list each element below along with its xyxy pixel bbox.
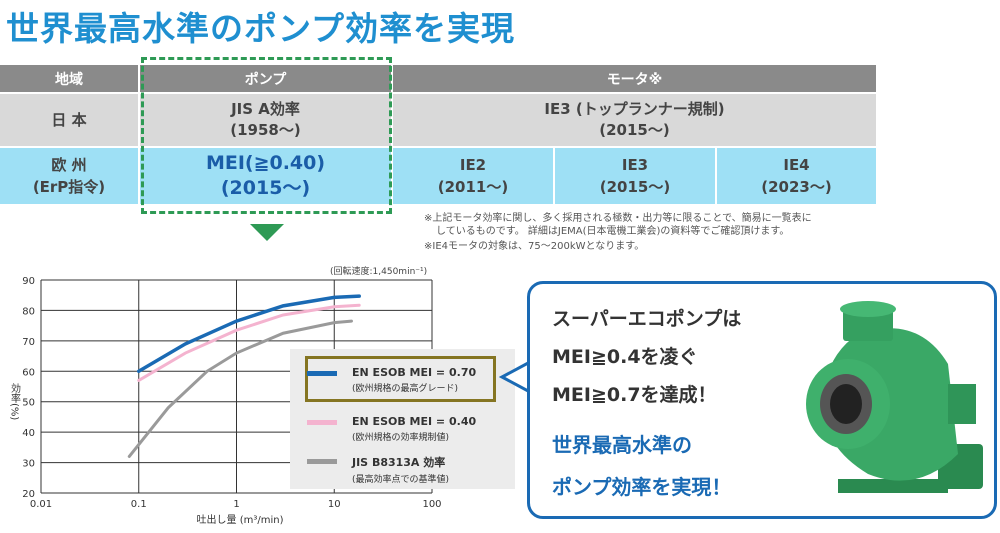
y-tick-label: 80 [22, 306, 35, 317]
legend-sublabel: (欧州規格の効率規制値) [352, 433, 450, 443]
japan-motor-year: (2015〜) [599, 121, 670, 139]
callout-line: MEI≧0.7を達成！ [552, 384, 717, 406]
header-region: 地域 [0, 65, 140, 94]
legend-highlight-box [305, 356, 496, 402]
callout-line: MEI≧0.4を凌ぐ [552, 346, 698, 368]
callout-headline: ポンプ効率を実現！ [552, 475, 732, 499]
legend-item-mei070: EN ESOB MEI = 0.70 (欧州規格の最高グレード) [307, 366, 477, 394]
europe-region-name: 欧 州 [51, 156, 87, 174]
page-title: 世界最高水準のポンプ効率を実現 [6, 9, 516, 48]
callout-box: スーパーエコポンプは MEI≧0.4を凌ぐ MEI≧0.7を達成！ 世界最高水準… [527, 281, 997, 519]
europe-motor-ie4: IE4 (2023〜) [717, 148, 878, 206]
motor-year: (2011〜) [437, 178, 509, 196]
europe-region-directive: (ErP指令) [32, 178, 106, 196]
motor-year: (2015〜) [599, 178, 671, 196]
footnotes: ※上記モータ効率に関し、多く採用される極数・出力等に限ることで、簡易に一覧表に … [424, 212, 812, 255]
y-tick-label: 70 [22, 337, 35, 348]
callout-headline: 世界最高水準の [552, 433, 692, 457]
x-axis-label: 吐出し量 (m³/min) [197, 513, 284, 526]
motor-class: IE3 [621, 156, 649, 174]
y-tick-label: 60 [22, 367, 35, 378]
comparison-table: 地域 ポンプ モータ※ 日 本 JIS A効率 (1958〜) IE3 (トップラ… [0, 65, 878, 206]
europe-region: 欧 州 (ErP指令) [0, 148, 140, 206]
x-tick-label: 1 [233, 499, 239, 510]
callout-pointer [499, 360, 531, 394]
legend-label: EN ESOB MEI = 0.40 [352, 415, 477, 428]
legend-swatch [307, 420, 337, 425]
legend-sublabel: (最高効率点での基準値) [352, 475, 450, 485]
header-pump: ポンプ [140, 65, 393, 94]
japan-region: 日 本 [0, 94, 140, 148]
legend-label: JIS B8313A 効率 [352, 456, 446, 469]
motor-class: IE4 [783, 156, 810, 174]
japan-pump: JIS A効率 (1958〜) [140, 94, 393, 148]
japan-pump-year: (1958〜) [230, 121, 301, 139]
pump-image [806, 301, 983, 493]
legend-swatch [307, 459, 337, 464]
x-tick-label: 0.01 [30, 499, 52, 510]
x-tick-label: 100 [422, 499, 441, 510]
legend-item-jis: JIS B8313A 効率 (最高効率点での基準値) [307, 454, 450, 485]
series-line-2 [127, 319, 353, 458]
note-2: ※IE4モータの対象は、75〜200kWとなります。 [424, 241, 645, 252]
legend-label: EN ESOB MEI = 0.70 [352, 366, 477, 379]
y-tick-label: 20 [22, 489, 35, 500]
europe-pump: MEI(≧0.40) (2015〜) [140, 148, 393, 206]
pump-column-highlight [141, 57, 392, 214]
y-tick-label: 50 [22, 398, 35, 409]
callout-line: スーパーエコポンプは [552, 308, 742, 330]
europe-motor-ie3: IE3 (2015〜) [555, 148, 717, 206]
europe-pump-year: (2015〜) [220, 177, 311, 199]
chart-annotation: (回転速度:1,450min⁻¹) [330, 265, 427, 277]
x-tick-label: 10 [328, 499, 341, 510]
europe-motor-ie2: IE2 (2011〜) [393, 148, 555, 206]
header-motor: モータ※ [393, 65, 878, 94]
y-axis-label: 効率(%) [9, 382, 21, 421]
y-tick-label: 90 [22, 276, 35, 287]
legend-sublabel: (欧州規格の最高グレード) [352, 384, 459, 394]
x-tick-label: 0.1 [131, 499, 147, 510]
japan-pump-standard: JIS A効率 [231, 100, 300, 118]
japan-motor-standard: IE3 (トップランナー規制) [544, 100, 725, 118]
motor-class: IE2 [459, 156, 487, 174]
note-1: ※上記モータ効率に関し、多く採用される極数・出力等に限ることで、簡易に一覧表に [424, 213, 812, 224]
motor-year: (2023〜) [761, 178, 832, 196]
down-arrow-icon [250, 224, 284, 241]
japan-motor: IE3 (トップランナー規制) (2015〜) [393, 94, 878, 148]
series-line-1 [137, 303, 361, 382]
europe-pump-standard: MEI(≧0.40) [205, 152, 326, 174]
y-tick-label: 30 [22, 459, 35, 470]
y-tick-label: 40 [22, 428, 35, 439]
series-line-0 [137, 294, 361, 374]
legend-swatch [307, 371, 337, 376]
note-1-cont: しているものです。 詳細はJEMA(日本電機工業会)の資料等でご確認頂けます。 [436, 226, 790, 237]
legend-item-mei040: EN ESOB MEI = 0.40 (欧州規格の効率規制値) [307, 415, 477, 443]
chart-legend: EN ESOB MEI = 0.70 (欧州規格の最高グレード) EN ESOB … [290, 349, 515, 489]
